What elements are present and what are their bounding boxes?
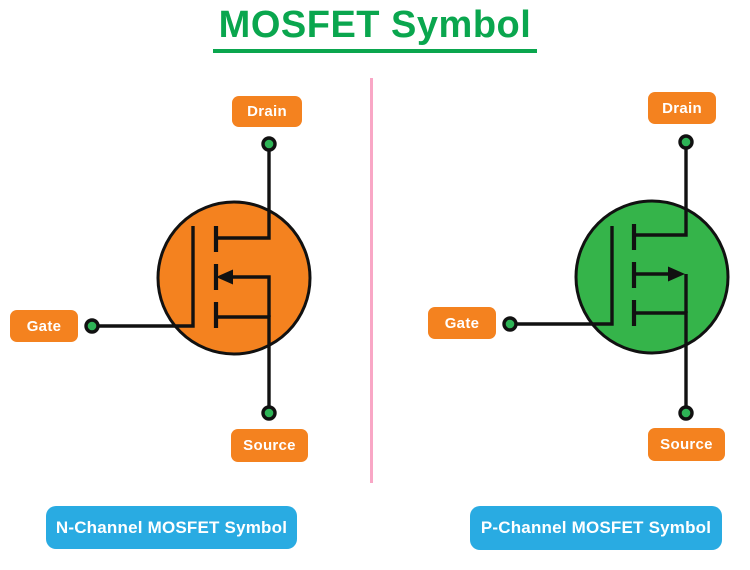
p-drain-wire xyxy=(634,149,688,237)
page-title: MOSFET Symbol xyxy=(212,4,538,53)
p-channel-arrow-right-icon xyxy=(668,266,685,282)
n-source-wire xyxy=(215,315,271,406)
p-channel-caption: P-Channel MOSFET Symbol xyxy=(470,506,722,550)
n-drain-wire xyxy=(215,150,271,240)
n-drain-terminal-dot xyxy=(261,136,277,152)
n-channel-caption: N-Channel MOSFET Symbol xyxy=(46,506,297,549)
p-gate-terminal-dot xyxy=(502,316,518,332)
n-gate-wire xyxy=(98,226,195,328)
n-source-label: Source xyxy=(231,429,308,462)
p-gate-wire xyxy=(517,226,614,326)
n-body-wire xyxy=(230,275,271,317)
p-drain-terminal-dot xyxy=(678,134,694,150)
title-container: MOSFET Symbol xyxy=(0,4,750,53)
p-channel-mosfet-symbol xyxy=(502,134,730,421)
p-source-wire xyxy=(634,311,688,406)
p-source-label: Source xyxy=(648,428,725,461)
n-channel-arrow-left-icon xyxy=(216,269,233,285)
p-source-terminal-dot xyxy=(678,405,694,421)
n-source-terminal-dot xyxy=(261,405,277,421)
p-drain-label: Drain xyxy=(648,92,716,124)
n-drain-label: Drain xyxy=(232,96,302,127)
n-channel-mosfet-symbol xyxy=(84,136,312,421)
p-gate-label: Gate xyxy=(428,307,496,339)
p-mosfet-body-circle xyxy=(574,199,730,355)
n-gate-label: Gate xyxy=(10,310,78,342)
n-gate-terminal-dot xyxy=(84,318,100,334)
